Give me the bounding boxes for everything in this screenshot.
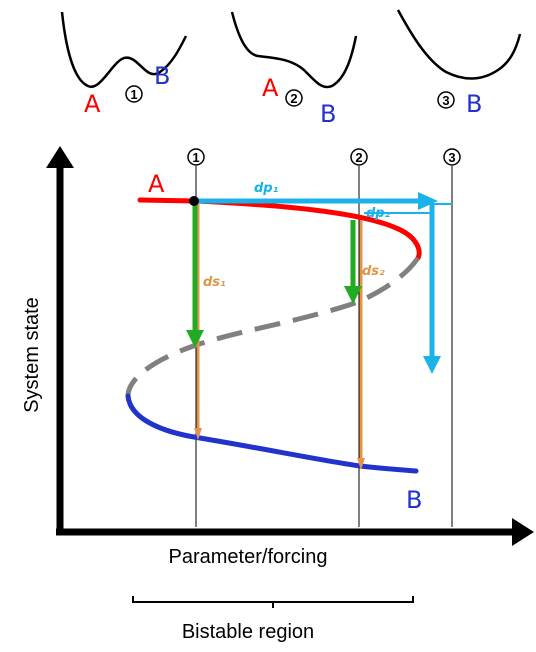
potential-well-2: A 2 B	[230, 11, 358, 128]
well-3-marker-circle	[437, 91, 455, 109]
param-marker-2-number: 2	[355, 150, 362, 165]
param-marker-3-number: 3	[448, 150, 455, 165]
dp-drop-arrowhead	[423, 356, 441, 374]
unstable-branch	[125, 256, 421, 397]
ds2-arrowhead	[344, 286, 362, 304]
potential-well-3: 3 B	[396, 9, 522, 118]
well-1-marker-number: 1	[130, 87, 137, 102]
ds1-distance-arrowhead	[194, 428, 202, 440]
start-point	[189, 196, 199, 206]
ds2-distance-arrowhead	[357, 458, 365, 470]
y-axis-label: System state	[21, 297, 43, 413]
dp2-label: dp₂	[366, 206, 391, 221]
potential-well-1: A 1 B	[60, 11, 188, 118]
bracket-line	[132, 596, 414, 603]
lower-stable-branch	[125, 393, 419, 474]
bistable-region-label: Bistable region	[182, 621, 314, 643]
well-3-label-b: B	[466, 90, 482, 118]
x-axis-label: Parameter/forcing	[169, 546, 328, 568]
well-2-label-a: A	[262, 74, 279, 102]
param-marker-3-circle	[443, 148, 461, 166]
dp-arrows: dp₁ dp₂	[193, 181, 452, 374]
ds-arrows: ds₁ ds₂	[186, 204, 385, 348]
well-1-marker-circle	[125, 85, 143, 103]
param-marker-2-circle	[350, 148, 368, 166]
well-2-marker-circle	[285, 89, 303, 107]
branch-b-label: B	[406, 486, 422, 514]
bistable-region-bracket: Bistable region	[132, 596, 414, 643]
well-2-label-b: B	[320, 100, 336, 128]
y-axis-arrowhead	[46, 146, 74, 168]
ds1-arrowhead	[186, 330, 204, 348]
ds-distance-lines	[194, 204, 365, 470]
fold-curve: A B	[125, 170, 422, 514]
dp1-arrowhead	[418, 192, 438, 210]
well-1-label-b: B	[154, 62, 170, 90]
well-2-marker-number: 2	[290, 91, 297, 106]
param-marker-1-number: 1	[192, 150, 199, 165]
x-axis-arrowhead	[512, 518, 534, 546]
ds1-label: ds₁	[203, 275, 226, 290]
well-1-label-a: A	[84, 90, 101, 118]
axes: System state Parameter/forcing	[21, 146, 534, 568]
param-marker-1-circle	[187, 148, 205, 166]
branch-a-label: A	[148, 170, 165, 198]
ds2-label: ds₂	[362, 264, 385, 279]
well-3-marker-number: 3	[442, 93, 449, 108]
dp1-label: dp₁	[254, 181, 279, 196]
